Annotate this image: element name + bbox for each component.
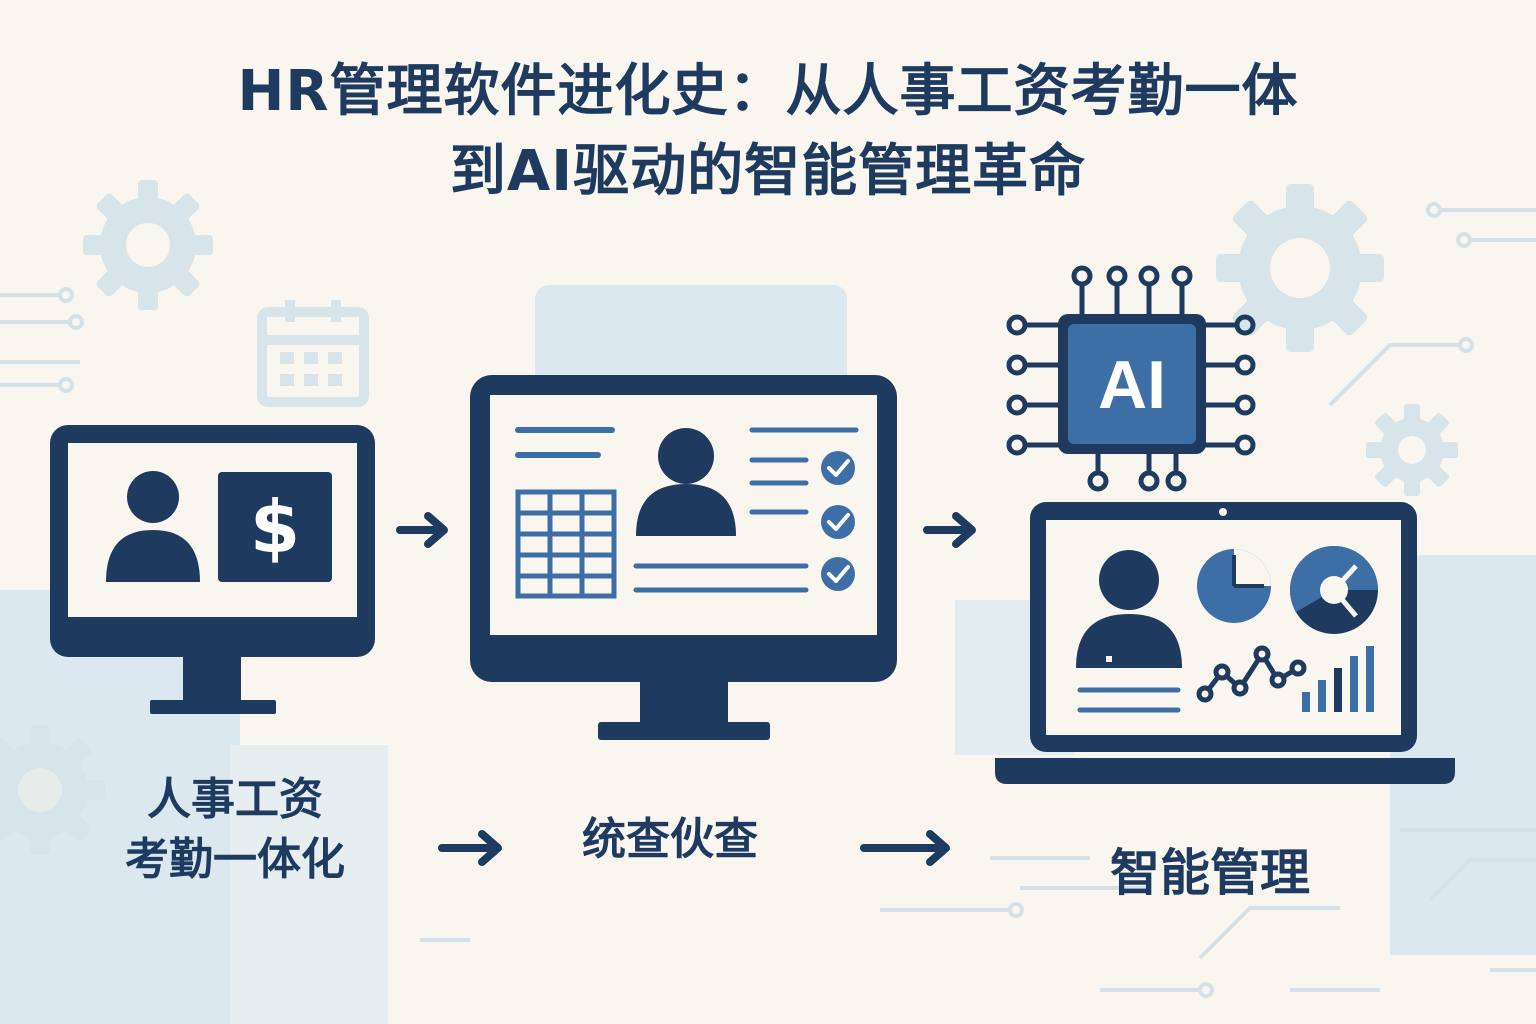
stage-2-label: 统查伙查 — [582, 814, 758, 865]
checklist-icon — [633, 427, 859, 593]
table-icon — [515, 489, 617, 599]
gear-icon-top-left — [83, 180, 213, 310]
arrow-icon-2 — [923, 512, 976, 548]
person-icon — [636, 428, 736, 536]
title-line-1: HR管理软件进化史：从人事工资考勤一体 — [237, 59, 1299, 124]
stage-1-label: 人事工资 考勤一体化 — [80, 770, 390, 890]
circuit-lines — [0, 202, 1536, 998]
title-line-2: 到AI驱动的智能管理革命 — [449, 139, 1087, 204]
svg-text:$: $ — [250, 485, 300, 569]
arrow-icon-3 — [438, 830, 502, 866]
gear-icon-top-right — [1216, 184, 1384, 352]
gear-icon-bottom-left — [0, 725, 105, 855]
ai-chip-icon — [1006, 265, 1256, 492]
bar-chart-icon — [1302, 646, 1374, 712]
person-icon — [106, 471, 200, 582]
arrow-icon-4 — [860, 830, 950, 866]
line-chart-icon — [1196, 645, 1307, 703]
arrow-icon-1 — [396, 512, 448, 548]
bg-panel-center — [535, 285, 847, 395]
calendar-icon — [257, 300, 369, 407]
laptop-icon — [995, 502, 1455, 784]
page-title: HR管理软件进化史：从人事工资考勤一体 到AI驱动的智能管理革命 — [0, 52, 1536, 212]
donut-chart-icon — [1290, 546, 1378, 634]
pie-chart-icon — [1197, 549, 1271, 623]
ai-chip-label: AI — [1098, 347, 1166, 423]
header-lines — [515, 427, 615, 458]
stage-1-label-line-1: 人事工资 — [147, 774, 323, 825]
bg-panel-left-bottom — [230, 745, 388, 1024]
stage-3-label: 智能管理 — [1110, 844, 1310, 902]
gear-icon-right-small — [1366, 404, 1458, 496]
profile-lines — [1077, 687, 1181, 713]
person-icon — [1076, 550, 1182, 668]
dollar-icon: $ — [218, 472, 332, 582]
stage-1-label-line-2: 考勤一体化 — [125, 834, 345, 885]
